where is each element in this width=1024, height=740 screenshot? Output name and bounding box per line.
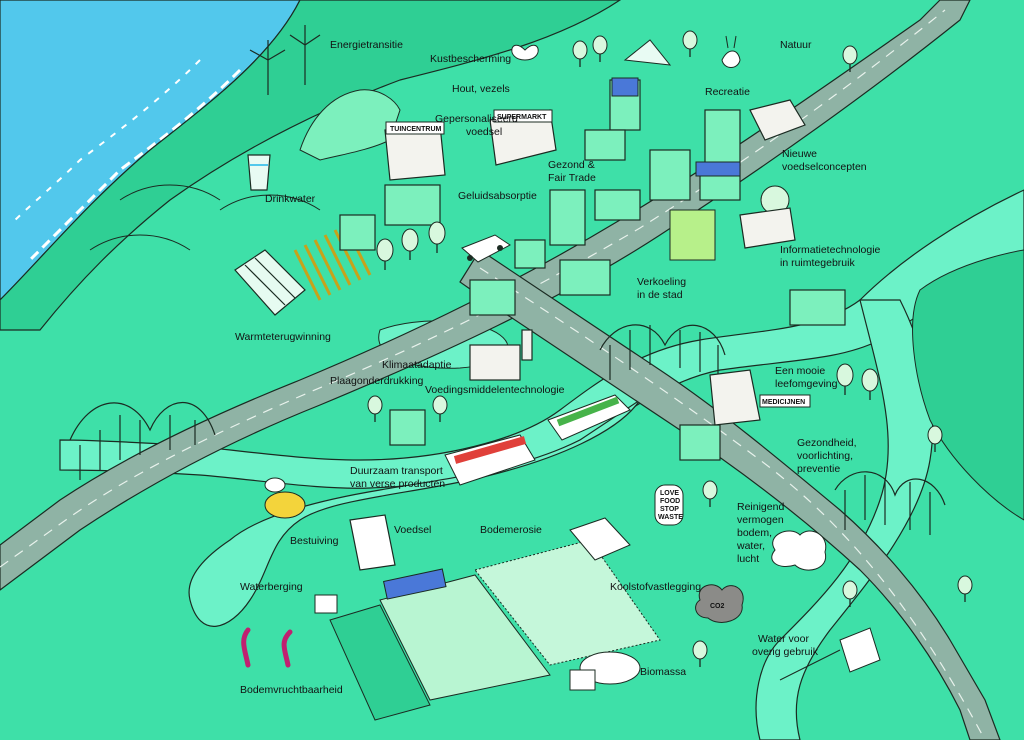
barn-icon xyxy=(569,517,631,561)
office-towers xyxy=(649,109,741,201)
label-reinigend-2: vermogen xyxy=(737,514,784,526)
wind-turbine-icon xyxy=(249,25,321,95)
label-gezondheid-2: voorlichting, xyxy=(797,450,853,462)
field-tractor xyxy=(474,539,661,666)
labels: Energietransitie Kustbescherming Natuur … xyxy=(235,39,881,696)
label-bodemvruchtbaarheid: Bodemvruchtbaarheid xyxy=(240,684,343,696)
label-hout-vezels: Hout, vezels xyxy=(452,83,510,95)
surf-line-2 xyxy=(9,59,201,226)
rock-pile xyxy=(299,89,401,161)
solar-office xyxy=(609,77,641,131)
food-waste-sign: LOVE FOOD STOP WASTE xyxy=(654,484,684,526)
label-gezond-fair-2: Fair Trade xyxy=(548,172,596,184)
vertical-garden-building xyxy=(669,209,716,261)
bee-icon xyxy=(264,477,306,519)
label-informatietechnologie-2: in ruimtegebruik xyxy=(780,257,855,269)
label-water-overig-2: overig gebruik xyxy=(752,646,819,658)
biomass-tanker xyxy=(569,651,641,691)
garden-center-sign: TUINCENTRUM xyxy=(390,126,441,133)
shopping-bag-icon xyxy=(349,514,396,571)
label-drinkwater: Drinkwater xyxy=(265,193,316,205)
label-biomassa: Biomassa xyxy=(640,666,686,678)
label-energietransitie: Energietransitie xyxy=(330,39,403,51)
dunes xyxy=(0,0,622,331)
vegetable-barge xyxy=(547,394,631,441)
bridge-east xyxy=(834,471,946,535)
co2-label: CO2 xyxy=(710,603,725,610)
supermarket-sign: SUPERMARKT xyxy=(497,114,547,121)
label-reinigend-5: lucht xyxy=(737,553,759,565)
label-klimaatadaptie: Klimaatadaptie xyxy=(382,359,452,371)
label-verkoeling-2: in de stad xyxy=(637,289,683,301)
medicine-sign: MEDICIJNEN xyxy=(762,399,805,406)
water-factory-icon xyxy=(779,627,881,681)
lake-east xyxy=(912,249,1024,521)
label-bestuiving: Bestuiving xyxy=(290,535,339,547)
supermarket: SUPERMARKT xyxy=(489,109,557,166)
new-food-concept-building xyxy=(749,99,806,141)
clean-air-cloud-icon xyxy=(771,530,827,571)
label-reinigend-3: bodem, xyxy=(737,527,772,539)
greenhouse-icon xyxy=(234,249,306,316)
label-gepersonaliseerd-2: voedsel xyxy=(466,126,502,138)
label-gezondheid-1: Gezondheid, xyxy=(797,437,857,449)
label-waterberging: Waterberging xyxy=(240,581,303,593)
label-koolstofvastlegging: Koolstofvastlegging xyxy=(610,581,701,593)
produce-barge xyxy=(444,434,536,486)
label-water-overig-1: Water voor xyxy=(758,633,809,645)
tent-icon xyxy=(623,39,672,66)
bridge-center xyxy=(599,324,726,380)
car-icon xyxy=(461,234,511,263)
love-food-text-2: FOOD xyxy=(660,498,680,505)
love-food-text-3: STOP xyxy=(660,506,679,513)
label-nieuwe-voedsel-2: voedselconcepten xyxy=(782,161,867,173)
river-branch-east xyxy=(755,299,934,740)
label-bodemerosie: Bodemerosie xyxy=(480,524,542,536)
label-recreatie: Recreatie xyxy=(705,86,750,98)
love-food-text-1: LOVE xyxy=(660,490,679,497)
label-transport-2: van verse producten xyxy=(350,478,445,490)
label-natuur: Natuur xyxy=(780,39,812,51)
label-reinigend-4: water, xyxy=(736,540,765,552)
rabbit-icon xyxy=(721,35,741,68)
label-plaagonderdrukking: Plaagonderdrukking xyxy=(330,375,424,387)
trees xyxy=(367,30,973,667)
label-geluidsabsorptie: Geluidsabsorptie xyxy=(458,190,537,202)
label-gepersonaliseerd-1: Gepersonaliseerd xyxy=(435,113,518,125)
health-center: MEDICIJNEN xyxy=(709,369,811,426)
dune-hills xyxy=(89,184,321,251)
solar-panel-field xyxy=(382,568,447,600)
recycle-sign-icon xyxy=(314,594,338,614)
globe-datacenter xyxy=(739,185,796,249)
label-verkoeling-1: Verkoeling xyxy=(637,276,686,288)
garden-center: TUINCENTRUM xyxy=(384,121,446,181)
city-houses xyxy=(339,184,846,461)
label-warmteterugwinning: Warmteterugwinning xyxy=(235,331,331,343)
label-gezondheid-3: preventie xyxy=(797,463,840,475)
label-informatietechnologie-1: Informatietechnologie xyxy=(780,244,881,256)
label-voedingsmiddelentechnologie: Voedingsmiddelentechnologie xyxy=(425,384,565,396)
water-glass-icon xyxy=(247,154,271,191)
food-factory xyxy=(469,329,533,381)
label-kustbescherming: Kustbescherming xyxy=(430,53,511,65)
crop-rows-icon xyxy=(293,224,372,301)
label-voedsel: Voedsel xyxy=(394,524,431,536)
love-food-text-4: WASTE xyxy=(658,514,683,521)
co2-cloud-icon: CO2 xyxy=(695,584,744,623)
label-gezond-fair-1: Gezond & xyxy=(548,159,595,171)
green-roof-house xyxy=(584,129,626,161)
bridge-west xyxy=(69,402,216,480)
label-nieuwe-voedsel-1: Nieuwe xyxy=(782,148,817,160)
label-reinigend-1: Reinigend xyxy=(737,501,784,513)
surf-line-1 xyxy=(28,68,242,262)
label-leefomgeving-1: Een mooie xyxy=(775,365,825,377)
butterfly-icon xyxy=(511,44,539,61)
crop-field xyxy=(329,604,431,721)
label-transport-1: Duurzaam transport xyxy=(350,465,443,477)
worm-icon xyxy=(241,627,293,668)
label-leefomgeving-2: leefomgeving xyxy=(775,378,838,390)
